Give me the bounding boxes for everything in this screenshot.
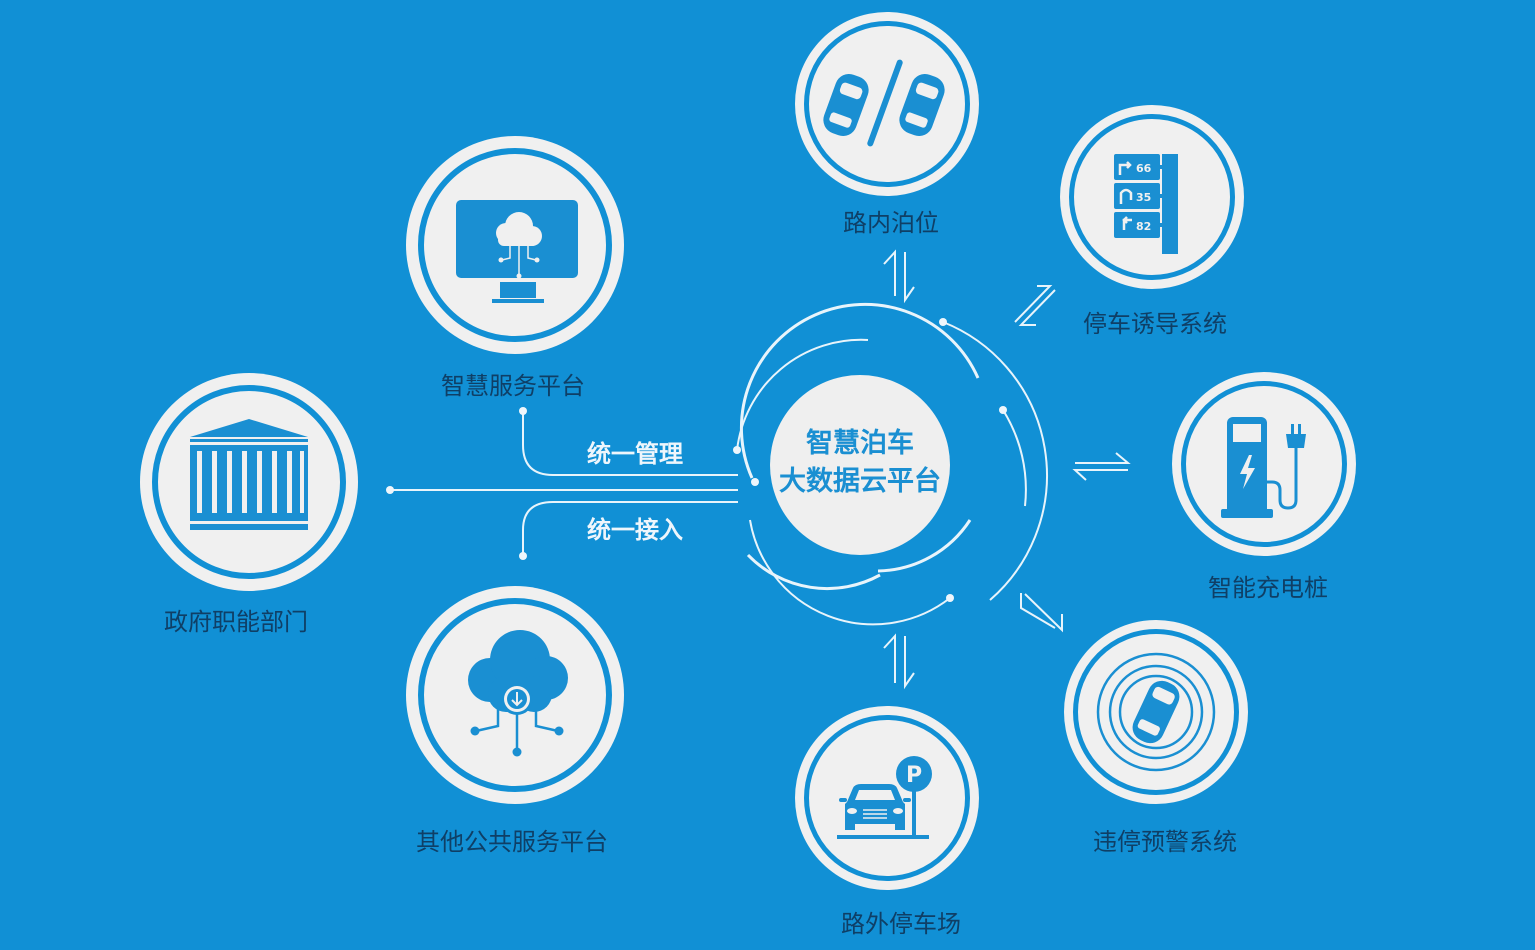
car-radar-icon <box>1096 652 1216 772</box>
unified-access-label: 统一接入 <box>587 516 683 544</box>
node-government-department-label: 政府职能部门 <box>164 608 308 636</box>
node-on-street-parking-label: 路内泊位 <box>843 209 939 237</box>
center-platform-title: 智慧泊车 大数据云平台 <box>770 425 950 501</box>
car-parking-lot-icon: P <box>837 756 932 839</box>
svg-text:P: P <box>906 763 922 788</box>
svg-text:66: 66 <box>1136 162 1152 175</box>
node-parking-guidance: 66 35 82 <box>1060 105 1244 289</box>
node-on-street-parking <box>795 12 979 196</box>
center-platform: 智慧泊车 大数据云平台 <box>770 375 950 555</box>
node-public-service-platform-label: 其他公共服务平台 <box>416 828 608 856</box>
government-building-icon <box>190 419 308 530</box>
center-title-line1: 智慧泊车 <box>806 428 914 459</box>
node-smart-service-platform <box>406 136 624 354</box>
node-off-street-parking: P <box>795 706 979 890</box>
center-title-line2: 大数据云平台 <box>779 466 941 497</box>
node-government-department <box>140 373 358 591</box>
node-off-street-parking-label: 路外停车场 <box>841 910 961 938</box>
node-parking-guidance-label: 停车诱导系统 <box>1083 310 1227 338</box>
node-ev-charger <box>1172 372 1356 556</box>
node-violation-warning-label: 违停预警系统 <box>1093 828 1237 856</box>
node-ev-charger-label: 智能充电桩 <box>1208 574 1328 602</box>
unified-management-label: 统一管理 <box>587 440 683 468</box>
cloud-download-icon <box>468 630 568 757</box>
node-public-service-platform <box>406 586 624 804</box>
svg-text:35: 35 <box>1136 191 1151 204</box>
node-violation-warning <box>1064 620 1248 804</box>
monitor-cloud-icon <box>456 200 578 303</box>
guidance-sign-icon: 66 35 82 <box>1114 154 1178 254</box>
svg-text:82: 82 <box>1136 220 1151 233</box>
node-smart-service-platform-label: 智慧服务平台 <box>441 372 585 400</box>
ev-charger-icon <box>1221 417 1306 518</box>
two-cars-parking-icon <box>823 59 945 147</box>
